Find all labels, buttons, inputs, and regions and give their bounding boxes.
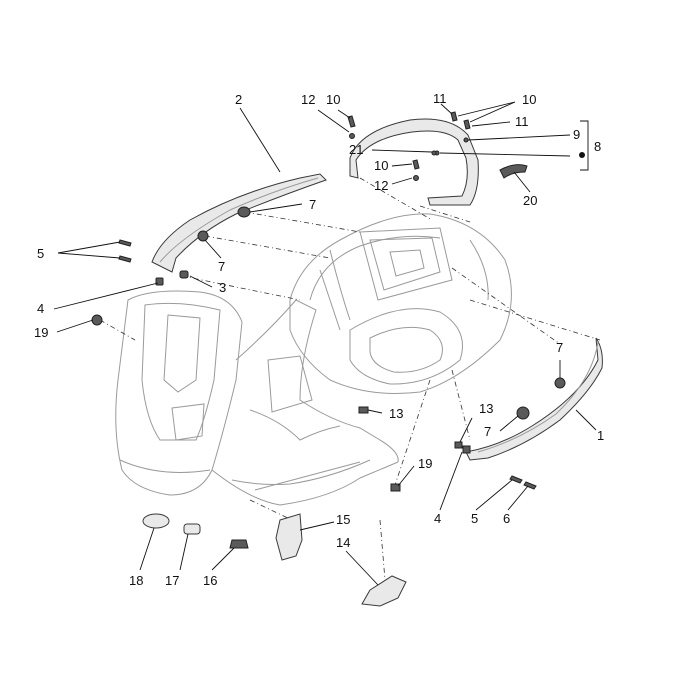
callout-11: 11 bbox=[433, 91, 447, 106]
leader-lines bbox=[53, 101, 597, 586]
callout-15: 15 bbox=[336, 512, 350, 527]
callout-4: 4 bbox=[434, 511, 441, 526]
callout-12: 12 bbox=[374, 178, 388, 193]
part-21-nut bbox=[431, 150, 437, 156]
callout-19: 19 bbox=[34, 325, 48, 340]
callout-13: 13 bbox=[479, 401, 493, 416]
scooter-body-outline bbox=[115, 213, 512, 506]
callout-10: 10 bbox=[522, 92, 536, 107]
callout-21: 21 bbox=[349, 142, 363, 157]
part-12-washer bbox=[349, 133, 355, 139]
callout-8: 8 bbox=[594, 139, 601, 154]
part-5-screw bbox=[118, 255, 132, 263]
part-19-clip bbox=[91, 314, 103, 326]
callout-7: 7 bbox=[556, 340, 563, 355]
part-1-side-trim bbox=[465, 337, 603, 461]
part-8-rear-rack bbox=[349, 118, 479, 206]
callout-10: 10 bbox=[374, 158, 388, 173]
part-14-bracket bbox=[361, 575, 407, 607]
part-2-shield-trim bbox=[151, 173, 327, 273]
part-7-grommet bbox=[197, 230, 209, 242]
part-5-screw bbox=[509, 475, 523, 484]
part-10-screw bbox=[412, 159, 420, 170]
callout-20: 20 bbox=[523, 193, 537, 208]
callout-labels: 1 2 3 4 4 5 5 6 7 7 7 7 8 9 10 10 10 11 … bbox=[34, 91, 604, 588]
callout-4: 4 bbox=[37, 301, 44, 316]
part-4-clip bbox=[462, 445, 471, 454]
part-5-screw bbox=[118, 239, 132, 247]
part-6-screw bbox=[523, 481, 537, 490]
part-11-screw bbox=[463, 119, 471, 130]
callout-14: 14 bbox=[336, 535, 350, 550]
callout-5: 5 bbox=[471, 511, 478, 526]
callout-13: 13 bbox=[389, 406, 403, 421]
part-19-clip bbox=[390, 483, 401, 492]
callout-3: 3 bbox=[219, 280, 226, 295]
callout-7: 7 bbox=[218, 259, 225, 274]
part-7-grommet bbox=[516, 406, 530, 420]
callout-19: 19 bbox=[418, 456, 432, 471]
part-9-washer bbox=[463, 137, 469, 143]
part-3-bushing bbox=[179, 270, 189, 279]
alignment-lines bbox=[99, 177, 601, 581]
part-16-cap bbox=[229, 539, 249, 549]
callout-11: 11 bbox=[515, 114, 529, 129]
part-12-washer bbox=[413, 175, 419, 181]
callout-7: 7 bbox=[484, 424, 491, 439]
part-7-grommet bbox=[554, 377, 566, 389]
callout-16: 16 bbox=[203, 573, 217, 588]
part-15-bracket bbox=[275, 513, 303, 561]
part-13-clip bbox=[358, 406, 369, 414]
callout-5: 5 bbox=[37, 246, 44, 261]
callout-9: 9 bbox=[573, 127, 580, 142]
callout-7: 7 bbox=[309, 197, 316, 212]
part-20-cover bbox=[499, 164, 528, 179]
callout-10: 10 bbox=[326, 92, 340, 107]
part-7-grommet bbox=[237, 206, 251, 218]
callout-2: 2 bbox=[235, 92, 242, 107]
callout-1: 1 bbox=[597, 428, 604, 443]
part-11-screw bbox=[450, 111, 458, 122]
part-13-clip bbox=[454, 441, 463, 449]
callout-17: 17 bbox=[165, 573, 179, 588]
callout-12: 12 bbox=[301, 92, 315, 107]
callout-18: 18 bbox=[129, 573, 143, 588]
part-9-washer bbox=[579, 152, 585, 158]
part-17-cap bbox=[183, 523, 201, 535]
part-18-plug bbox=[142, 513, 170, 529]
part-4-clip bbox=[155, 277, 164, 286]
part-10-screw bbox=[347, 115, 356, 128]
callout-6: 6 bbox=[503, 511, 510, 526]
